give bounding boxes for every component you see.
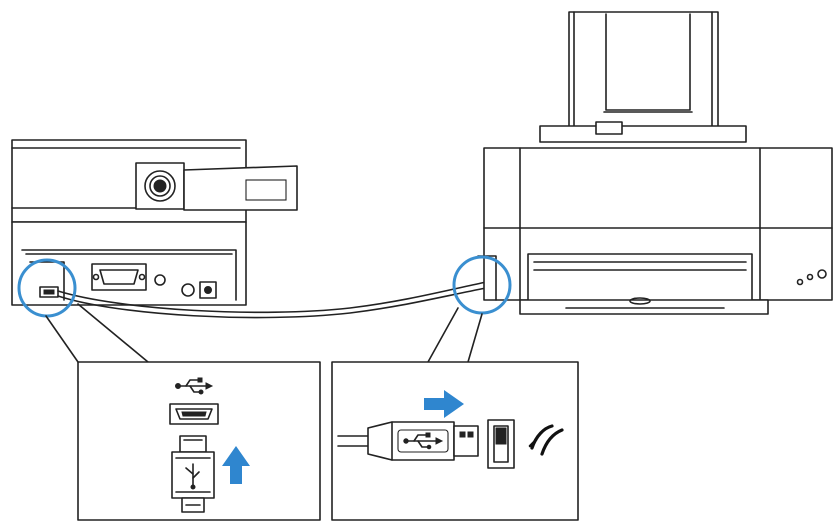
device-module-slot [245,179,287,201]
mini-usb-plug [171,435,215,513]
serial-port-screw-left [92,273,100,281]
usb-trident-icon [175,377,214,395]
device-module [183,165,298,211]
printer-usb-symbol-icon [528,424,564,456]
device-small-jack [154,274,166,286]
printer-port-highlight [452,255,512,315]
printer-paper-stack [568,11,719,133]
usb-a-plug [367,421,479,461]
printer-output-tray [519,299,769,315]
usb-cable [57,281,487,319]
serial-port-connector [99,269,139,285]
printer-power-button [817,269,827,279]
device-power-pin [204,286,212,294]
printer-button-1 [796,278,804,286]
device-knob-outer [144,170,176,202]
device-usb-plug-tip [43,289,55,295]
callout-line-left-a [77,303,149,363]
printer-button-2 [806,273,814,281]
usb-a-port-callout [331,361,579,521]
device-unit [11,139,298,306]
printer [477,11,833,315]
usb-a-receptacle [487,419,515,469]
device-knob-ring [149,175,171,197]
device-panel-outline [21,249,237,301]
mini-usb-port-callout [77,361,321,521]
arrow-right-icon [424,390,464,418]
usb-cable-line-b [57,287,487,319]
callout-line-right-b [467,313,483,363]
callout-line-left-b [45,315,79,363]
printer-paper-guide [605,13,691,111]
callout-line-right-a [427,307,459,363]
device-knob-center [153,179,167,193]
device-port-highlight [17,258,77,318]
printer-tray-tab [595,121,623,135]
printer-tray-notch [629,297,651,305]
usb-cable-line-a [57,281,487,314]
arrow-up-icon [222,446,250,484]
printer-tray [539,125,747,143]
device-audio-jack [181,283,195,297]
usb-logo-icon [397,429,449,453]
serial-port-screw-right [138,273,146,281]
serial-port-frame [91,263,147,291]
